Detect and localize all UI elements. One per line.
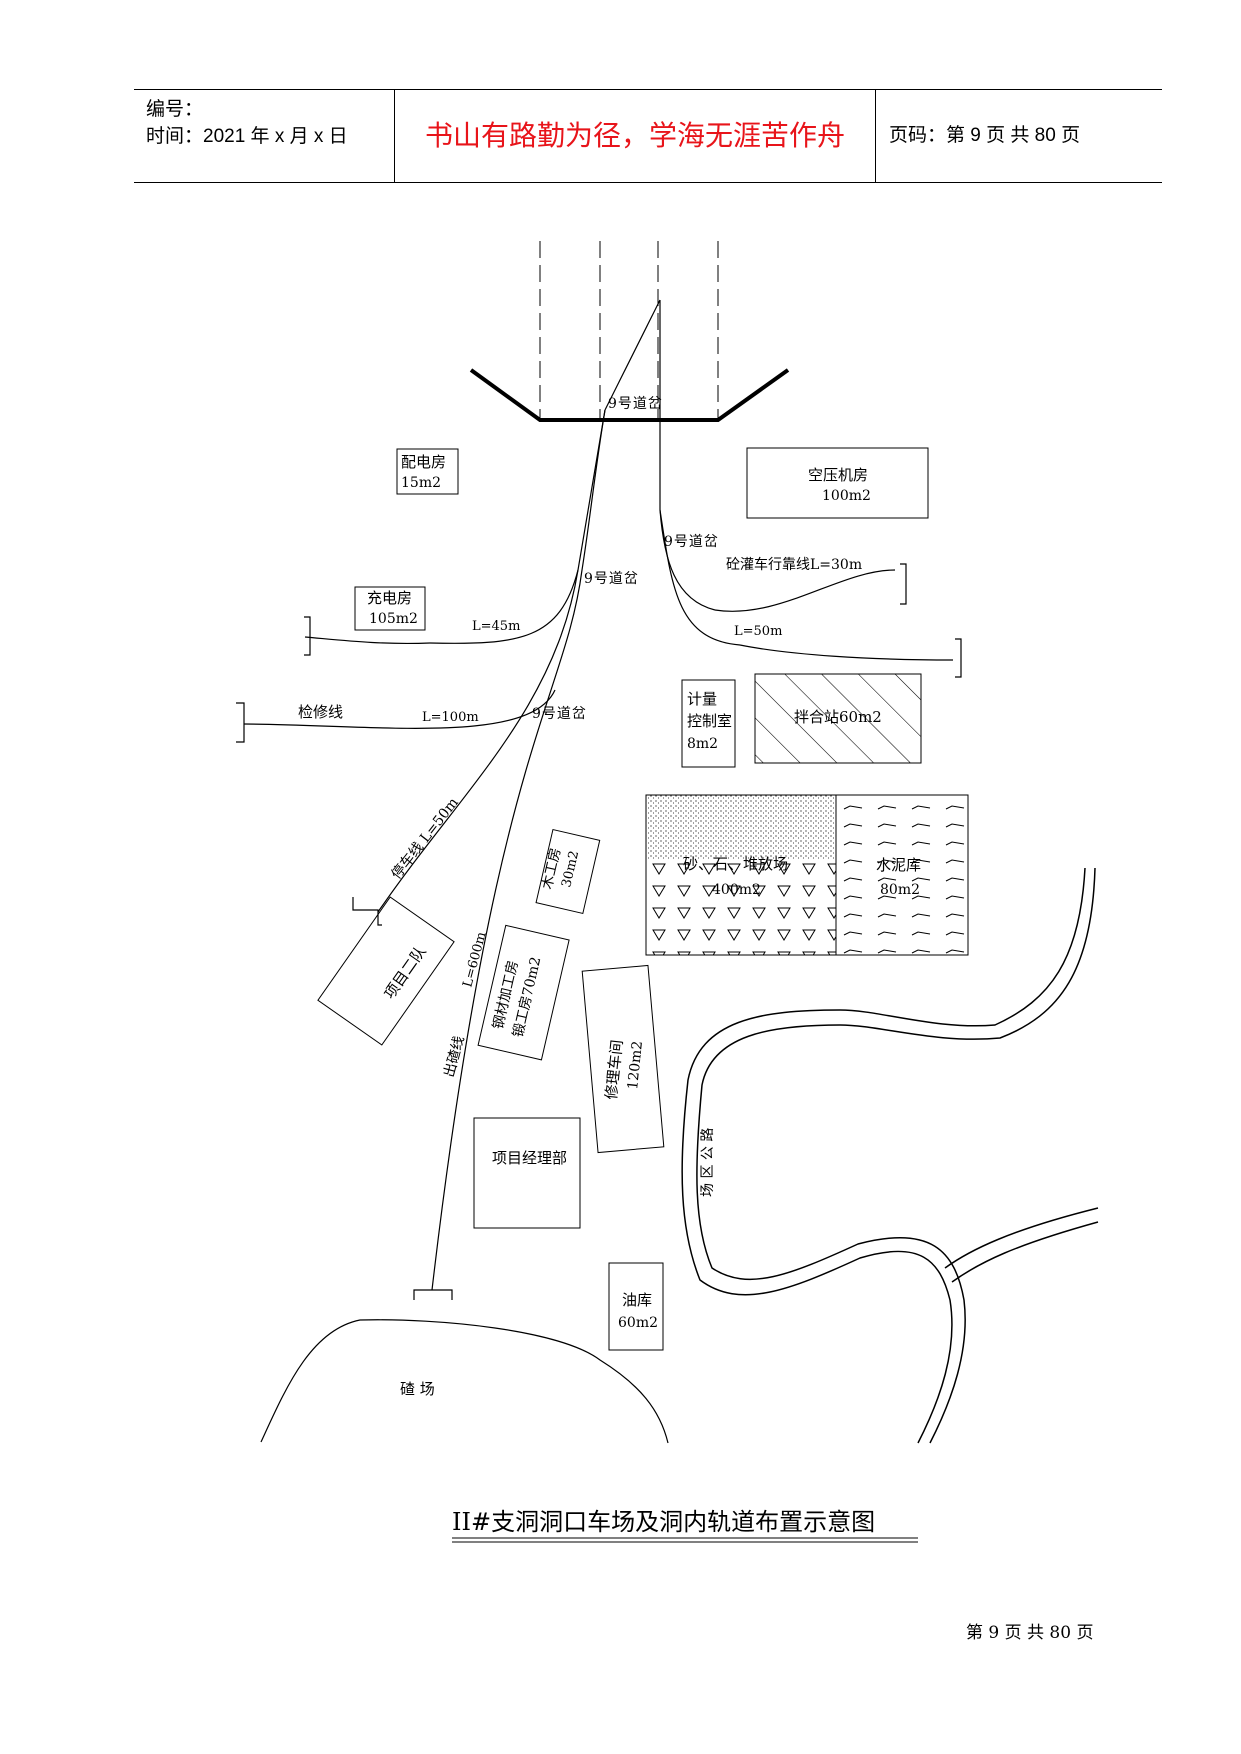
aggregate-yard-area: 400m2 — [712, 882, 761, 898]
length-label: L=600m — [460, 930, 489, 989]
muck-yard-label: 碴 场 — [400, 1380, 435, 1398]
aggregate-yard-label: 砂、石、堆放场 — [683, 855, 788, 873]
site-road — [681, 867, 1099, 1444]
parking-line-label: 停车线 L=50m — [388, 794, 462, 882]
concrete-siding-label: 砼灌车行靠线L=30m — [726, 556, 862, 573]
metering-room-label: 控制室 — [687, 712, 732, 730]
muck-yard-outline — [260, 1319, 669, 1444]
charging-room-label: 充电房 — [367, 589, 412, 607]
page-header: 编号： 时间：2021 年 x 月 x 日 书山有路勤为径，学海无涯苦作舟 页码… — [134, 89, 1162, 183]
cement-store-box — [835, 794, 969, 956]
metering-room-box — [681, 679, 736, 768]
charging-room-area: 105m2 — [369, 611, 418, 627]
team-two-label: 项目二队 — [381, 943, 430, 1002]
manager-dept-box — [473, 1117, 581, 1229]
track-lines — [236, 299, 962, 1300]
repair-shop-label: 修理车间 — [602, 1039, 626, 1101]
road-label: 场 区 公 路 — [700, 1128, 716, 1197]
doc-date-label: 时间：2021 年 x 月 x 日 — [146, 126, 348, 147]
carpentry-room-box — [535, 828, 601, 915]
mixing-station-label: 拌合站60m2 — [794, 708, 882, 726]
length-label: L=50m — [734, 624, 782, 639]
length-label: L=45m — [472, 619, 520, 634]
tunnel-portal — [469, 241, 790, 422]
aggregate-yard — [645, 794, 837, 956]
diagram-labels: 9号道岔 配电房 15m2 空压机房 100m2 9号道岔 砼灌车行靠线L=30… — [298, 396, 921, 1536]
switch-label: 9号道岔 — [532, 706, 587, 722]
power-room-box — [396, 448, 459, 495]
charging-room-box — [354, 586, 426, 631]
compressor-room-area: 100m2 — [822, 488, 871, 504]
repair-shop-area: 120m2 — [625, 1040, 646, 1090]
header-meta-cell: 编号： 时间：2021 年 x 月 x 日 — [134, 90, 395, 182]
mixing-station-box — [754, 673, 922, 764]
length-label: L=100m — [422, 710, 479, 725]
oil-store-area: 60m2 — [618, 1315, 658, 1331]
repair-shop-box — [581, 964, 665, 1154]
metering-room-label: 计量 — [687, 690, 717, 708]
oil-store-label: 油库 — [622, 1291, 652, 1309]
switch-label: 9号道岔 — [664, 534, 719, 550]
team-two-box — [317, 896, 455, 1046]
cement-store-area: 80m2 — [880, 882, 920, 898]
diagram-title: II#支洞洞口车场及洞内轨道布置示意图 — [452, 1508, 875, 1536]
power-room-area: 15m2 — [401, 475, 441, 491]
compressor-room-label: 空压机房 — [808, 466, 868, 484]
metering-room-area: 8m2 — [687, 736, 718, 752]
switch-label: 9号道岔 — [608, 396, 663, 412]
manager-dept-label: 项目经理部 — [492, 1149, 567, 1167]
header-page-number: 页码：第 9 页 共 80 页 — [889, 125, 1081, 146]
title-underline — [452, 1537, 918, 1543]
oil-store-box — [608, 1262, 664, 1351]
repair-line-label: 检修线 — [298, 703, 343, 721]
cement-store-label: 水泥库 — [876, 856, 921, 874]
page-footer-number: 第 9 页 共 80 页 — [966, 1623, 1094, 1643]
steel-shop-box — [477, 924, 570, 1061]
header-motto: 书山有路勤为径，学海无涯苦作舟 — [395, 90, 876, 182]
doc-number-label: 编号： — [146, 99, 204, 120]
compressor-room-box — [746, 447, 929, 519]
switch-label: 9号道岔 — [584, 571, 639, 587]
power-room-label: 配电房 — [401, 453, 446, 471]
